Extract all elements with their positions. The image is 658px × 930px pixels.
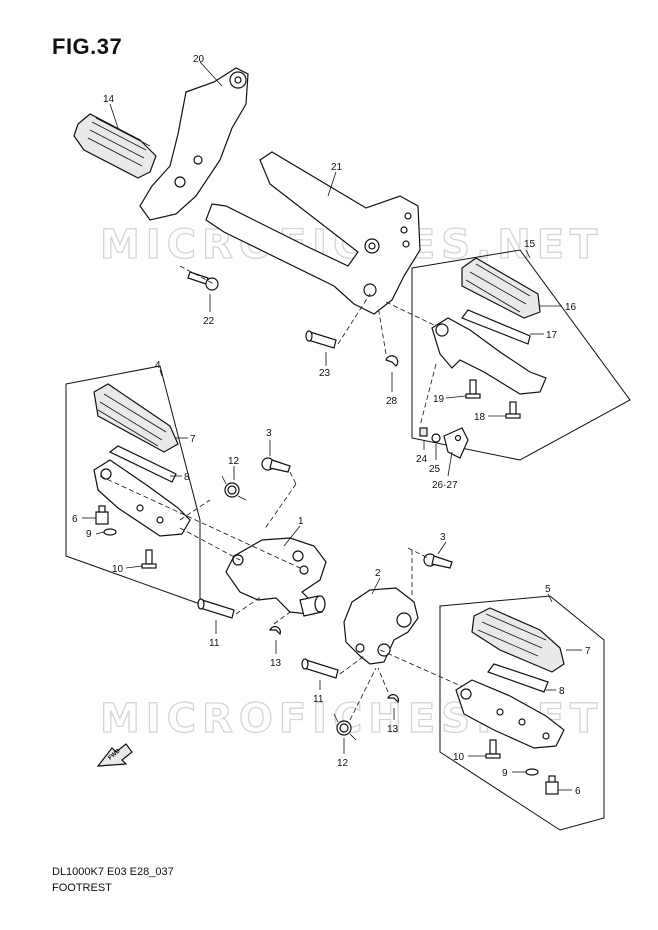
callout-25: 25 xyxy=(429,464,441,475)
callout-13a: 13 xyxy=(270,658,282,669)
callout-20: 20 xyxy=(193,54,205,65)
section-name: FOOTREST xyxy=(52,882,112,894)
model-code: DL1000K7 E03 E28_037 xyxy=(52,866,174,878)
bolt-19 xyxy=(465,379,481,399)
bolt-22 xyxy=(187,271,219,291)
assembly-box-5 xyxy=(439,595,605,831)
callout-5: 5 xyxy=(545,584,551,595)
callout-23: 23 xyxy=(319,368,331,379)
bolt-3a xyxy=(261,457,291,473)
callout-6a: 6 xyxy=(72,514,78,525)
bracket-1-group xyxy=(225,537,327,617)
callout-19: 19 xyxy=(433,394,445,405)
bolt-10b xyxy=(485,739,501,759)
callout-10b: 10 xyxy=(453,752,465,763)
callout-7b: 7 xyxy=(585,646,591,657)
washer-9a xyxy=(103,528,117,536)
callout-26-27: 26·27 xyxy=(432,480,458,491)
bolt-10a xyxy=(141,549,157,569)
callout-8a: 8 xyxy=(184,472,190,483)
callout-8b: 8 xyxy=(559,686,565,697)
callout-4: 4 xyxy=(155,360,161,371)
fwd-arrow-icon: FWD xyxy=(96,743,133,767)
clip-28 xyxy=(385,355,399,367)
bolt-18 xyxy=(505,401,521,419)
bracket-21-group xyxy=(205,151,421,315)
spring-12a xyxy=(221,475,247,501)
figure-title: FIG.37 xyxy=(52,34,123,59)
callout-11a: 11 xyxy=(209,638,220,649)
clip-13a xyxy=(269,626,281,636)
callout-3b: 3 xyxy=(440,532,446,543)
assembly-box-4 xyxy=(65,365,201,605)
callout-7a: 7 xyxy=(190,434,196,445)
callout-22: 22 xyxy=(203,316,215,327)
callout-28: 28 xyxy=(386,396,398,407)
spring-12b xyxy=(333,713,357,741)
callout-18: 18 xyxy=(474,412,486,423)
small-parts-24-27 xyxy=(419,427,469,459)
callout-3a: 3 xyxy=(266,428,272,439)
callout-9a: 9 xyxy=(86,529,92,540)
bracket-20-group xyxy=(73,67,249,221)
bracket-2-group xyxy=(343,587,419,665)
callout-2: 2 xyxy=(375,568,381,579)
callout-21: 21 xyxy=(331,162,343,173)
footpeg-15-group xyxy=(431,257,547,395)
bolt-3b xyxy=(423,553,453,569)
pin-11b xyxy=(301,658,339,679)
nut-6b xyxy=(545,775,559,795)
callout-10a: 10 xyxy=(112,564,124,575)
callout-24: 24 xyxy=(416,454,428,465)
pin-23 xyxy=(305,330,337,349)
callout-12b: 12 xyxy=(337,758,349,769)
callout-9b: 9 xyxy=(502,768,508,779)
callout-13b: 13 xyxy=(387,724,399,735)
callout-14: 14 xyxy=(103,94,115,105)
callout-12a: 12 xyxy=(228,456,240,467)
callout-16: 16 xyxy=(565,302,577,313)
callout-17: 17 xyxy=(546,330,558,341)
pin-11a xyxy=(197,598,235,619)
washer-9b xyxy=(525,768,539,776)
assembly-box-15 xyxy=(411,249,631,461)
footpeg-4-group xyxy=(93,383,191,537)
callout-1: 1 xyxy=(298,516,304,527)
clip-13b xyxy=(387,694,399,704)
footpeg-5-group xyxy=(455,607,565,749)
callout-15: 15 xyxy=(524,239,536,250)
callout-6b: 6 xyxy=(575,786,581,797)
callout-11b: 11 xyxy=(313,694,324,705)
nut-6a xyxy=(95,505,109,525)
